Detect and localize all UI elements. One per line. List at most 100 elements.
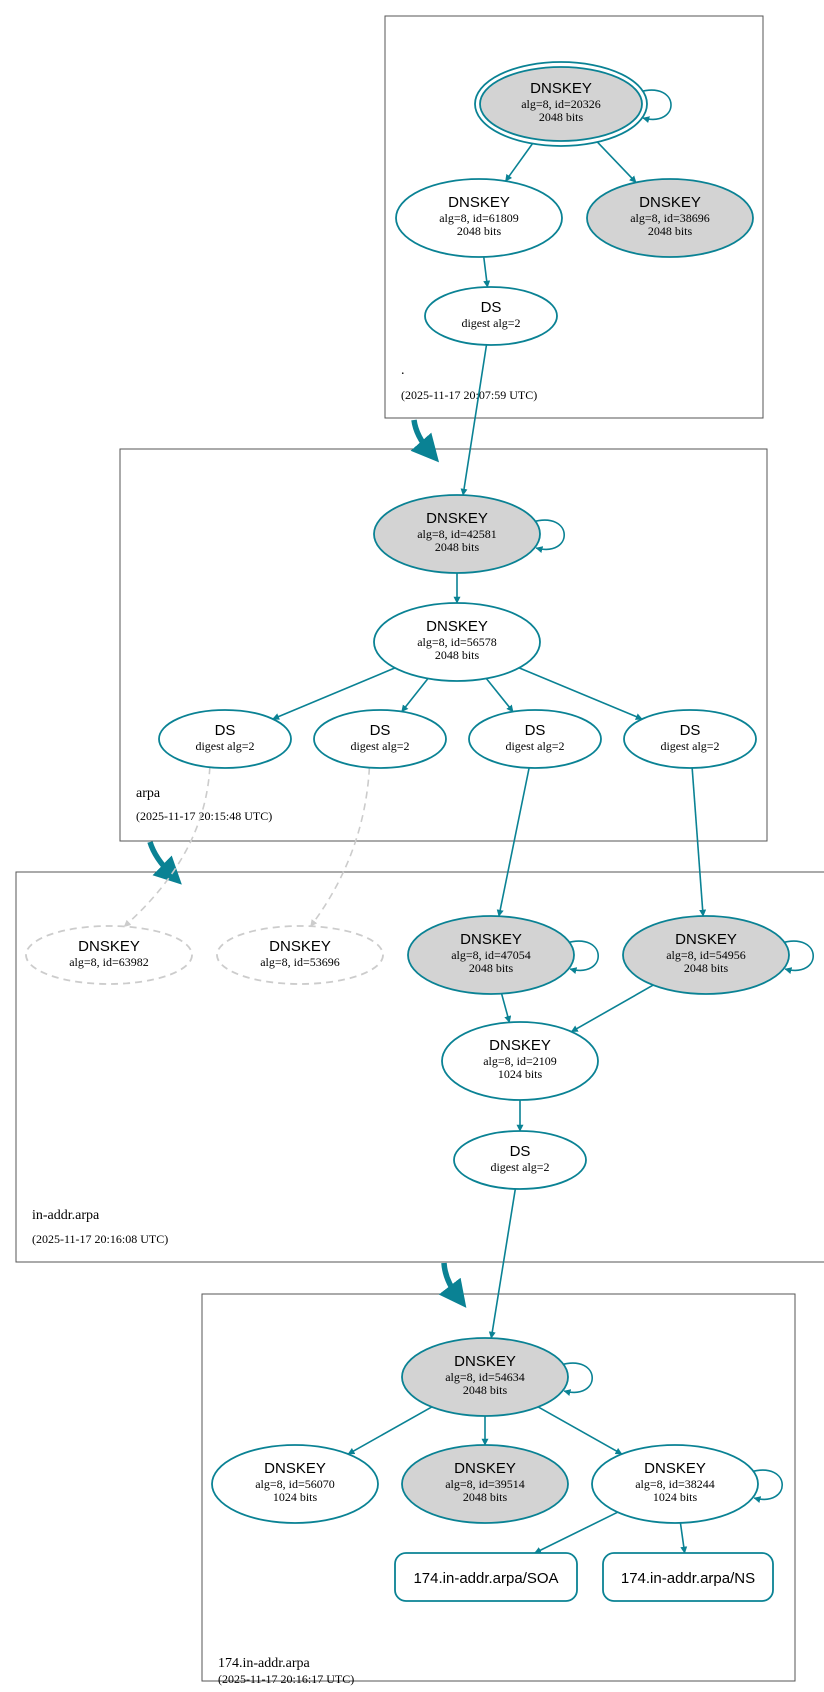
node-detail-line: alg=8, id=56578 (417, 635, 497, 649)
zone-timestamp: (2025-11-17 20:16:08 UTC) (32, 1232, 168, 1246)
edge-arpa_ds1-to-ia_k63982 (123, 767, 211, 928)
zone-timestamp: (2025-11-17 20:15:48 UTC) (136, 809, 272, 823)
node-keysize-line: 2048 bits (684, 961, 729, 975)
node-detail-line: alg=8, id=56070 (255, 1477, 335, 1491)
edge-root_k20326-to-root_k61809 (504, 143, 534, 182)
edge-arpa_k56578-to-arpa_ds3 (485, 677, 514, 713)
node-type-label: DNSKEY (78, 938, 140, 955)
ds-ellipse (313, 709, 447, 769)
node-detail-line: alg=8, id=20326 (521, 97, 601, 111)
key-ellipse (401, 1444, 569, 1524)
edge-arpa_ds4-to-ia_k54956 (691, 767, 707, 917)
zone-timestamp: (2025-11-17 20:16:17 UTC) (218, 1672, 354, 1686)
key-ellipse (407, 915, 575, 995)
missing-key-ellipse (216, 925, 384, 985)
zone-arpa: arpa(2025-11-17 20:15:48 UTC) (119, 448, 768, 842)
node-keysize-line: 2048 bits (435, 648, 480, 662)
node-keysize-line: 1024 bits (653, 1490, 698, 1504)
key-ellipse (401, 1337, 569, 1417)
ds-ellipse (623, 709, 757, 769)
node-type-label: DNSKEY (644, 1460, 706, 1477)
edge-ia_k54956-to-ia_k2109 (570, 984, 654, 1033)
zones-layer: . (2025-11-17 20:07:59 UTC) arpa(2025-11-1… (15, 15, 824, 1686)
edge-z_k54634-to-z_k56070 (347, 1406, 433, 1455)
node-type-label: DS (510, 1143, 531, 1160)
missing-key-ellipse (25, 925, 193, 985)
delegation-arrow-arpa-to-inaddr (147, 841, 182, 885)
rrset-node-z_soa[interactable]: 174.in-addr.arpa/SOA (394, 1552, 578, 1602)
self-signature-loop (638, 89, 672, 123)
key-ellipse (622, 915, 790, 995)
edge-z_k38244-to-z_ns (679, 1522, 688, 1554)
key-ellipse (373, 602, 541, 682)
zone-root: . (2025-11-17 20:07:59 UTC) (384, 15, 764, 419)
rrset-node-z_ns[interactable]: 174.in-addr.arpa/NS (602, 1552, 774, 1602)
rrset-label: 174.in-addr.arpa/NS (621, 1570, 755, 1587)
delegation-arrow-root-to-arpa (410, 419, 440, 463)
node-detail-line: alg=8, id=61809 (439, 211, 519, 225)
node-detail-line: alg=8, id=38696 (630, 211, 710, 225)
node-detail-line: alg=8, id=39514 (445, 1477, 525, 1491)
edge-ia_k47054-to-ia_k2109 (500, 993, 512, 1024)
key-ellipse (395, 178, 563, 258)
zone-name-label: in-addr.arpa (32, 1208, 100, 1223)
node-type-label: DNSKEY (489, 1037, 551, 1054)
zone-timestamp: (2025-11-17 20:07:59 UTC) (401, 388, 537, 402)
node-type-label: DS (215, 722, 236, 739)
edge-arpa_ds2-to-ia_k53696 (310, 767, 371, 927)
edge-root_ds-to-arpa_k42581 (460, 344, 488, 496)
edge-arpa_k56578-to-arpa_ds1 (272, 667, 396, 720)
zone-border (119, 448, 768, 842)
self-signature-loop (531, 519, 565, 553)
rrset-box (394, 1552, 578, 1602)
node-type-label: DS (525, 722, 546, 739)
edge-root_k20326-to-root_k38696 (596, 141, 637, 183)
edge-arpa_k56578-to-arpa_ds4 (518, 667, 643, 720)
node-type-label: DNSKEY (530, 80, 592, 97)
node-type-label: DNSKEY (448, 194, 510, 211)
node-type-label: DNSKEY (460, 931, 522, 948)
node-type-label: DNSKEY (454, 1460, 516, 1477)
zone-inaddr: in-addr.arpa (2025-11-17 20:16:08 UTC) (15, 871, 824, 1263)
node-detail-line: alg=8, id=54634 (445, 1370, 525, 1384)
self-signature-loop (749, 1469, 783, 1503)
node-detail-line: alg=8, id=38244 (635, 1477, 715, 1491)
node-type-label: DNSKEY (639, 194, 701, 211)
node-detail-line: alg=8, id=54956 (666, 948, 746, 962)
zone-name-label: . (401, 363, 405, 378)
ds-ellipse (158, 709, 292, 769)
rrset-box (602, 1552, 774, 1602)
edge-z_k54634-to-z_k38244 (537, 1406, 623, 1455)
key-ellipse (586, 178, 754, 258)
node-detail-line: digest alg=2 (505, 739, 564, 753)
edge-arpa_ds3-to-ia_k47054 (496, 767, 530, 917)
edge-ia_ds-to-z_k54634 (488, 1188, 517, 1339)
node-detail-line: alg=8, id=42581 (417, 527, 497, 541)
node-detail-line: digest alg=2 (461, 316, 520, 330)
node-keysize-line: 2048 bits (435, 540, 480, 554)
node-keysize-line: 2048 bits (457, 224, 502, 238)
node-type-label: DNSKEY (426, 618, 488, 635)
ds-ellipse (424, 286, 558, 346)
